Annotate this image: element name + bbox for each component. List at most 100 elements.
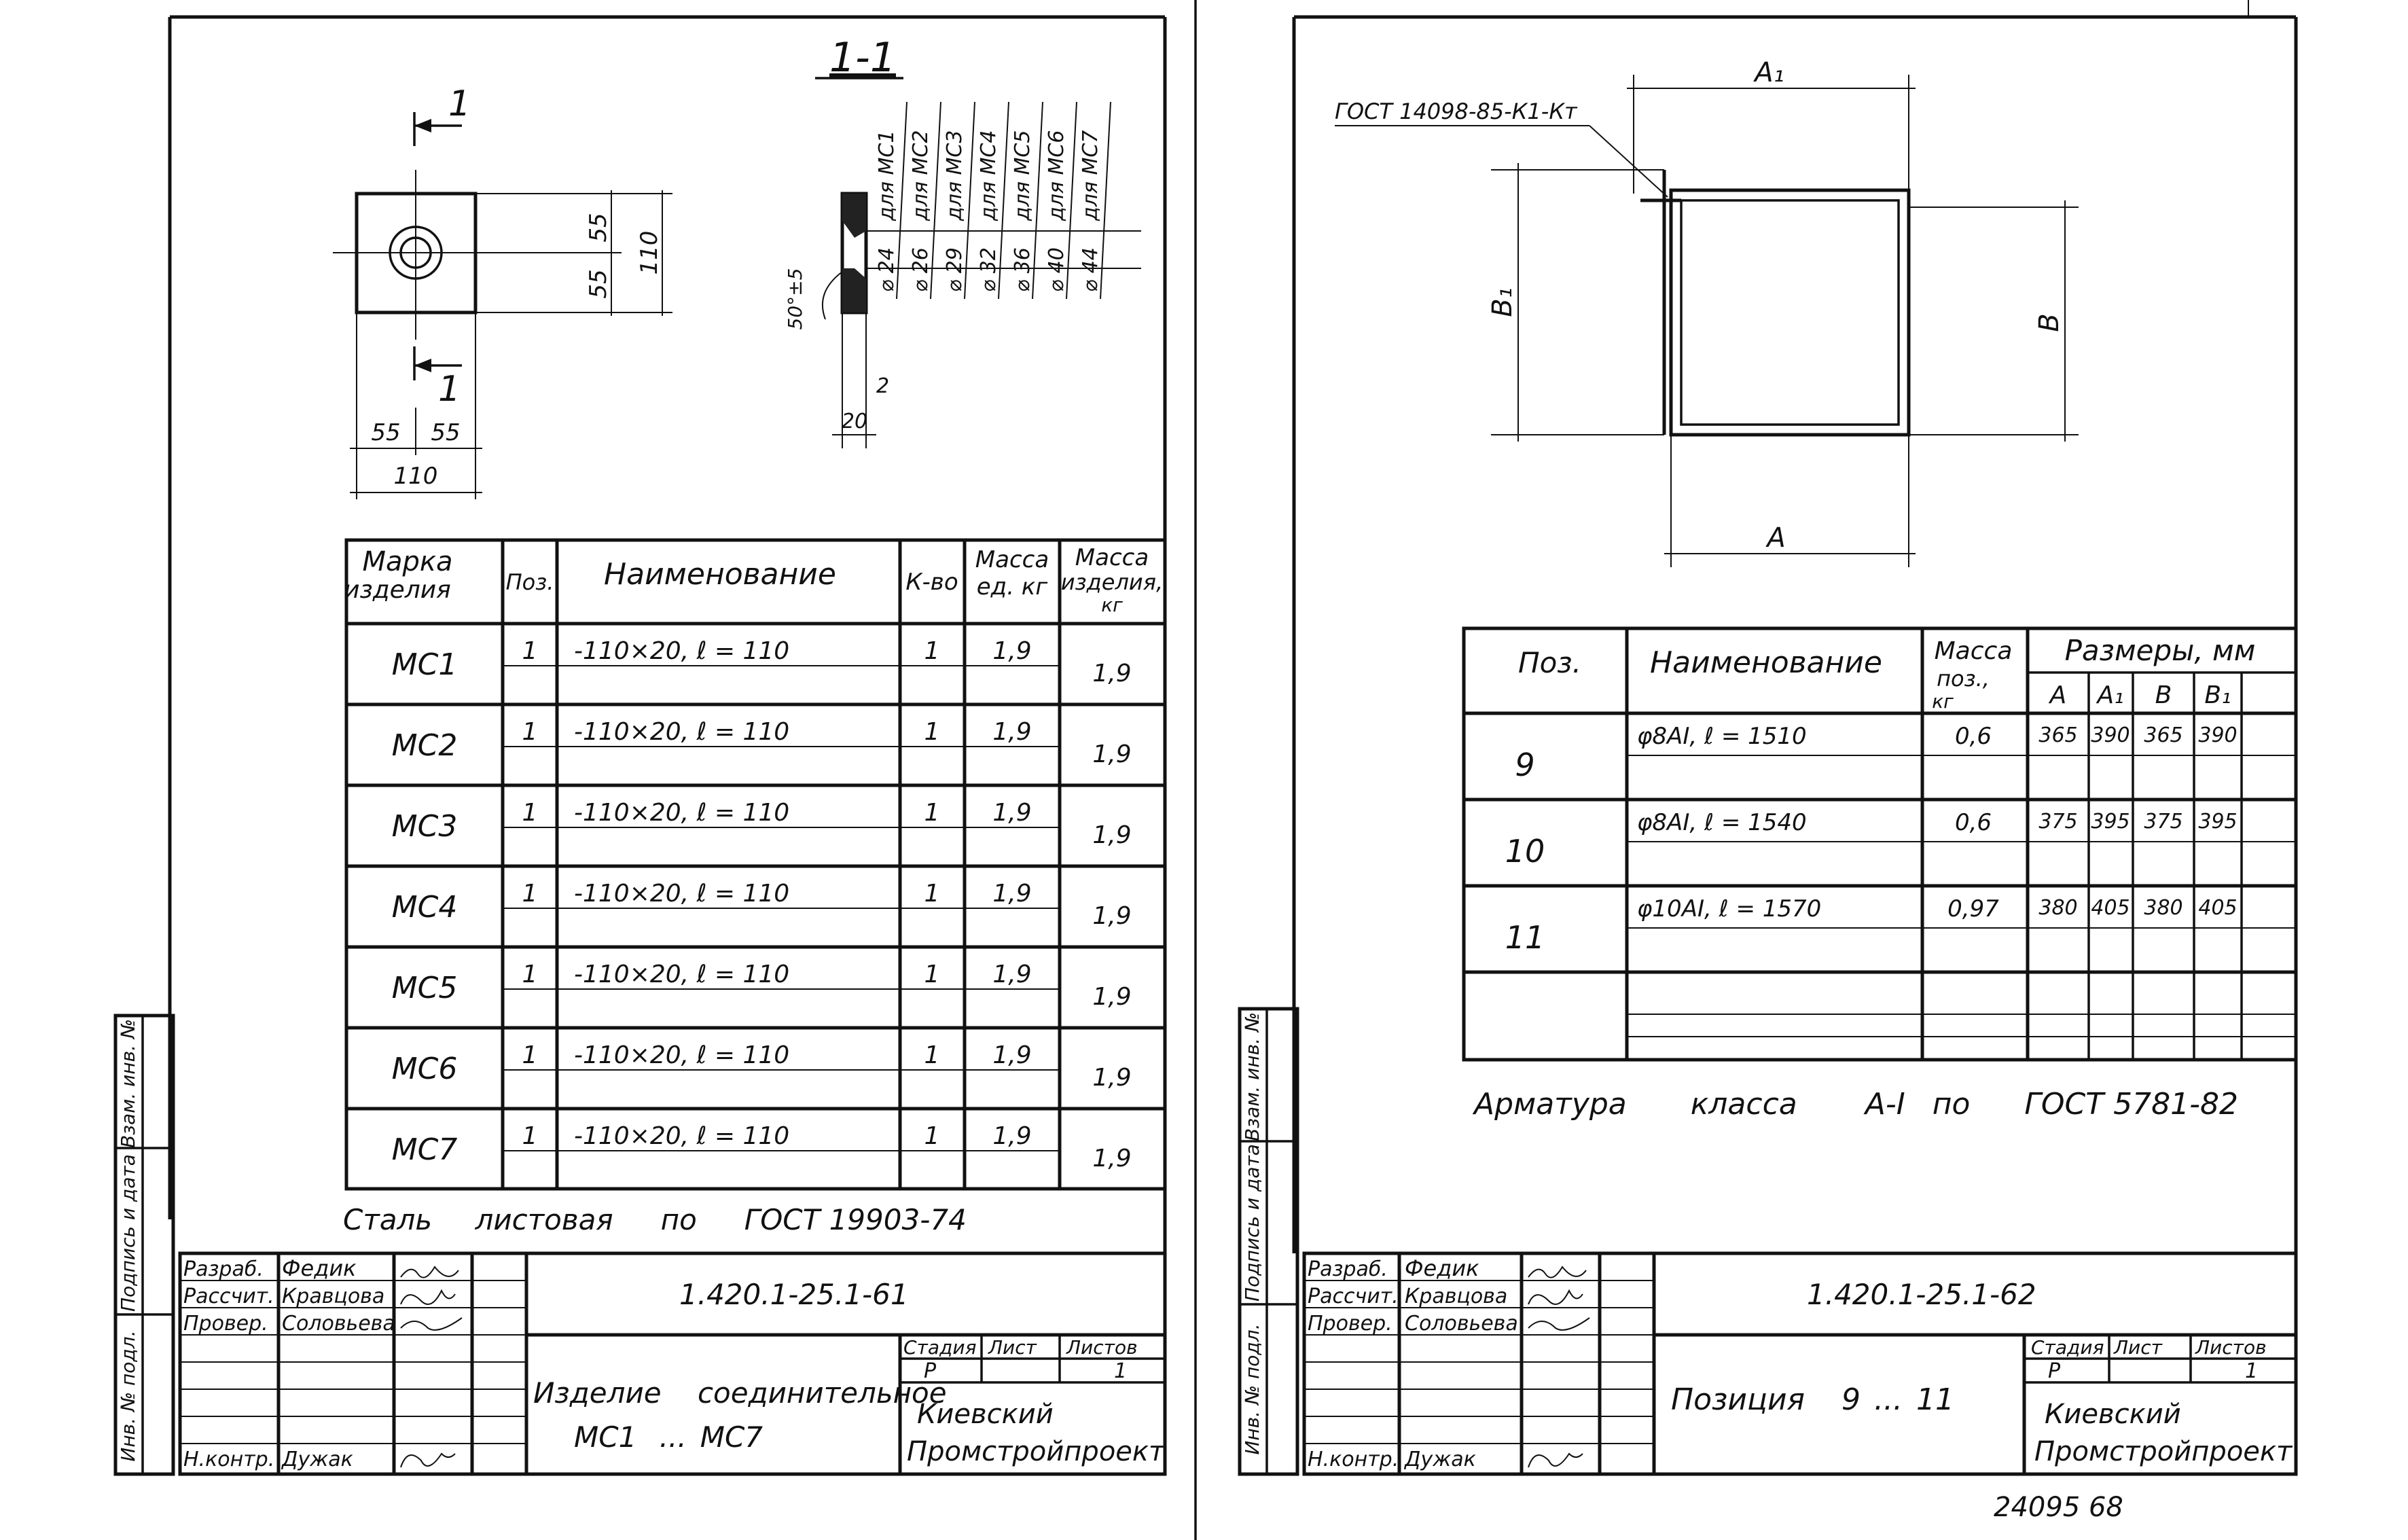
spec62-pos: 9 [1515, 747, 1534, 783]
signature-calculator-62 [1528, 1289, 1583, 1305]
spec61-name: -110×20, ℓ = 110 [574, 1122, 789, 1150]
spec62-name: φ10АI, ℓ = 1570 [1637, 895, 1821, 923]
sheet-label-62: Лист [2113, 1336, 2163, 1359]
spec-header-62: Поз. Наименование Масса поз., кг Размеры… [1518, 634, 2255, 713]
spec61-unit_mass: 1,9 [992, 1122, 1031, 1150]
title-block-62: Разраб. Рассчит. Провер. Н.контр. Федик … [1302, 1251, 2298, 1476]
spec61-mark: МС4 [392, 890, 458, 925]
spec-header-61: Марка изделия Поз. Наименование К-во Мас… [344, 544, 1163, 616]
header-pos: Поз. [506, 569, 554, 595]
spec62-a: 365 [2038, 723, 2077, 747]
header-a: А [2049, 681, 2067, 709]
spec61-pos: 1 [522, 880, 538, 908]
dim-height: 110 [636, 231, 663, 275]
spec61-unit_mass: 1,9 [992, 961, 1031, 988]
gost-callout: ГОСТ 14098-85-К1-Кт [1335, 99, 1578, 124]
header-a1: А₁ [2096, 681, 2123, 709]
hole-label-ms3: для МС3 [943, 130, 967, 221]
spec61-pos: 1 [522, 961, 538, 988]
spec61-item_mass: 1,9 [1092, 983, 1131, 1011]
drawing-code-62: 1.420.1-25.1-62 [1807, 1278, 2036, 1311]
name-developer: Федик [282, 1255, 357, 1281]
spec62-name: φ8АI, ℓ = 1540 [1637, 809, 1807, 836]
dim-half-width-left: 55 [371, 419, 400, 446]
title-62: Позиция 9...11 [1671, 1382, 1954, 1417]
sheets-value-62: 1 [2245, 1359, 2258, 1383]
spec62-name: φ8АI, ℓ = 1510 [1637, 723, 1807, 750]
spec-table-62: Поз. Наименование Масса поз., кг Размеры… [1462, 626, 2298, 1062]
spec61-name: -110×20, ℓ = 110 [574, 637, 789, 665]
spec61-name: -110×20, ℓ = 110 [574, 799, 789, 827]
spec61-qty: 1 [924, 1122, 940, 1150]
sheet-label-61: Лист [988, 1336, 1037, 1359]
org-62-line1: Киевский [2045, 1399, 2181, 1430]
dim-half-width-right: 55 [431, 419, 460, 446]
header-name-62: Наименование [1650, 645, 1882, 680]
dim-b: В [2034, 313, 2065, 332]
spec62-a: 380 [2038, 896, 2077, 920]
header-item-mass-1: Масса [1075, 544, 1149, 571]
stirrup-drawing: А₁ А В₁ В ГОСТ 14098-85-К1-Кт [1335, 57, 2079, 567]
name-calculator-62: Кравцова [1405, 1285, 1507, 1308]
title-block-61: Разраб. Рассчит. Провер. Н.контр. Федик … [178, 1251, 1167, 1476]
hole-dia-ms6: ⌀ 40 [1045, 247, 1068, 292]
spec62-a1: 405 [2091, 896, 2130, 920]
spec62-b1: 395 [2198, 810, 2237, 834]
header-mark-line2: изделия [344, 576, 451, 604]
role-developer: Разраб. [183, 1257, 264, 1281]
sheets-label-61: Листов [1066, 1336, 1138, 1359]
spec61-item_mass: 1,9 [1092, 821, 1131, 849]
dim-thickness: 20 [842, 410, 867, 433]
spec62-b1: 405 [2198, 896, 2237, 920]
dim-b1: В₁ [1487, 287, 1518, 317]
spec61-mark: МС2 [392, 728, 458, 763]
stage-label-62: Стадия [2031, 1336, 2104, 1359]
dim-chamfer: 50°±5 [784, 268, 806, 330]
spec62-a: 375 [2038, 810, 2077, 834]
role-norm-control-62: Н.контр. [1308, 1448, 1399, 1471]
spec61-unit_mass: 1,9 [992, 718, 1031, 746]
spec61-item_mass: 1,9 [1092, 660, 1131, 687]
spec61-pos: 1 [522, 1041, 538, 1069]
role-calculator: Рассчит. [183, 1285, 274, 1308]
role-norm-control: Н.контр. [183, 1448, 274, 1471]
header-pos-62: Поз. [1518, 646, 1581, 679]
spec62-mass: 0,6 [1955, 809, 1992, 836]
cut-mark-bottom: 1 [438, 369, 461, 410]
spec61-unit_mass: 1,9 [992, 1041, 1031, 1069]
name-checker: Соловьева [282, 1312, 395, 1336]
spec62-mass: 0,6 [1955, 723, 1992, 750]
name-checker-62: Соловьева [1405, 1312, 1518, 1336]
signature-calculator [400, 1289, 456, 1305]
stamp-replacement: Взам. инв. № [117, 1019, 139, 1148]
role-developer-62: Разраб. [1308, 1257, 1388, 1281]
name-developer-62: Федик [1405, 1255, 1479, 1281]
stamp-replacement-62: Взам. инв. № [1241, 1012, 1263, 1141]
section-1-1: 1-1 20 2 50°±5 ⌀ [784, 34, 1141, 448]
hole-dia-ms5: ⌀ 36 [1011, 247, 1035, 292]
spec62-b: 375 [2144, 810, 2182, 834]
spec62-b1: 390 [2198, 723, 2237, 747]
spec62-b: 365 [2144, 723, 2182, 747]
spec62-b: 380 [2144, 896, 2182, 920]
side-stamp-61: Взам. инв. № Подпись и дата Инв. № подл. [113, 1014, 175, 1476]
header-qty: К-во [905, 569, 958, 596]
hole-label-ms5: для МС5 [1011, 130, 1035, 221]
hole-label-ms6: для МС6 [1045, 130, 1068, 221]
dim-half-height-bottom: 55 [585, 269, 612, 298]
plate-plan-view: 1 1 55 55 110 55 55 110 [333, 84, 672, 499]
role-checker: Провер. [183, 1312, 268, 1336]
header-b: В [2155, 681, 2172, 709]
side-stamp-62: Взам. инв. № Подпись и дата Инв. № подл. [1238, 1007, 1299, 1476]
hole-label-ms4: для МС4 [977, 130, 1001, 221]
org-61-line2: Промстройпроект [907, 1436, 1166, 1467]
stamp-original-no: Инв. № подл. [117, 1330, 139, 1461]
role-checker-62: Провер. [1308, 1312, 1392, 1336]
dim-edge: 2 [876, 374, 889, 398]
spec61-item_mass: 1,9 [1092, 1145, 1131, 1172]
stage-value-61: Р [924, 1359, 937, 1383]
spec62-mass: 0,97 [1947, 895, 1999, 923]
